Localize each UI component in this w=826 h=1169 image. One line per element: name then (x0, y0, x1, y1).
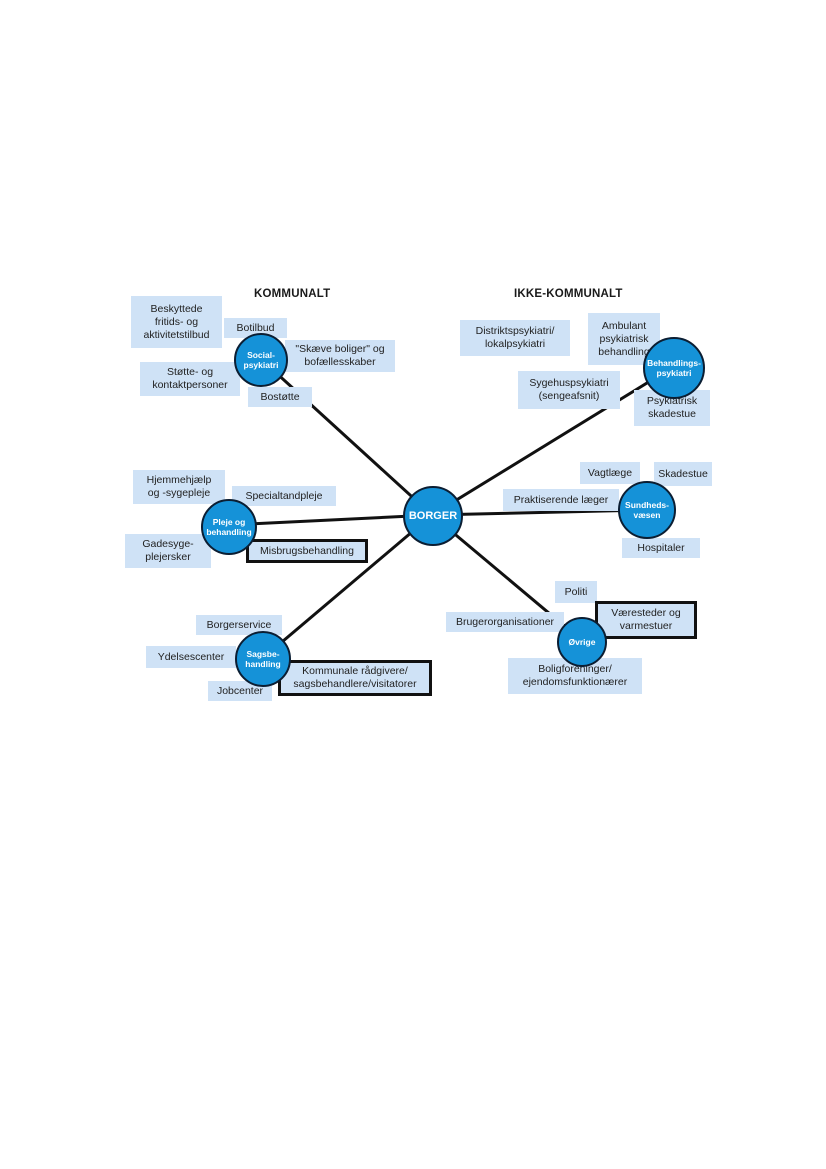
box-specialtandpleje: Specialtandpleje (232, 486, 336, 506)
box-gadesyge: Gadesyge- plejersker (125, 534, 211, 568)
box-borgerservice: Borgerservice (196, 615, 282, 635)
box-botilbud: Botilbud (224, 318, 287, 338)
box-stotte: Støtte- og kontaktpersoner (140, 362, 240, 396)
box-skadestue: Skadestue (654, 462, 712, 486)
box-sygehuspsykiatri: Sygehuspsykiatri (sengeafsnit) (518, 371, 620, 409)
box-kommunale-raadgivere: Kommunale rådgivere/ sagsbehandlere/visi… (278, 660, 432, 696)
box-ydelsescenter: Ydelsescenter (146, 646, 236, 668)
box-hospitaler: Hospitaler (622, 538, 700, 558)
hub-behandlingspsykiatri: Behandlings- psykiatri (643, 337, 705, 399)
box-politi: Politi (555, 581, 597, 603)
hub-sundhedsvaesen: Sundheds- væsen (618, 481, 676, 539)
box-praktiserende-laeger: Praktiserende læger (503, 489, 619, 511)
hub-ovrige: Øvrige (557, 617, 607, 667)
hub-borger: BORGER (403, 486, 463, 546)
box-brugerorganisationer: Brugerorganisationer (446, 612, 564, 632)
hub-sagsbehandling: Sagsbe- handling (235, 631, 291, 687)
box-distriktspsykiatri: Distriktspsykiatri/ lokalpsykiatri (460, 320, 570, 356)
box-beskyttede: Beskyttede fritids- og aktivitetstilbud (131, 296, 222, 348)
hub-socialpsykiatri: Social- psykiatri (234, 333, 288, 387)
box-vagtlaege: Vagtlæge (580, 462, 640, 484)
line-borger-behandling (431, 365, 674, 517)
box-misbrugsbehandling: Misbrugsbehandling (246, 539, 368, 563)
box-hjemmehjaelp: Hjemmehjælp og -sygepleje (133, 470, 225, 504)
line-borger-social (260, 358, 434, 517)
line-borger-sags (262, 513, 433, 660)
box-vaeresteder: Væresteder og varmestuer (595, 601, 697, 639)
hub-pleje-og-behandling: Pleje og behandling (201, 499, 257, 555)
box-ambulant: Ambulant psykiatrisk behandling (588, 313, 660, 365)
heading-ikke-kommunalt: IKKE-KOMMUNALT (514, 288, 623, 300)
line-borger-pleje (228, 513, 433, 527)
box-bostotte: Bostøtte (248, 387, 312, 407)
heading-kommunalt: KOMMUNALT (254, 288, 331, 300)
box-skaeve-boliger: "Skæve boliger" og bofællesskaber (285, 340, 395, 372)
